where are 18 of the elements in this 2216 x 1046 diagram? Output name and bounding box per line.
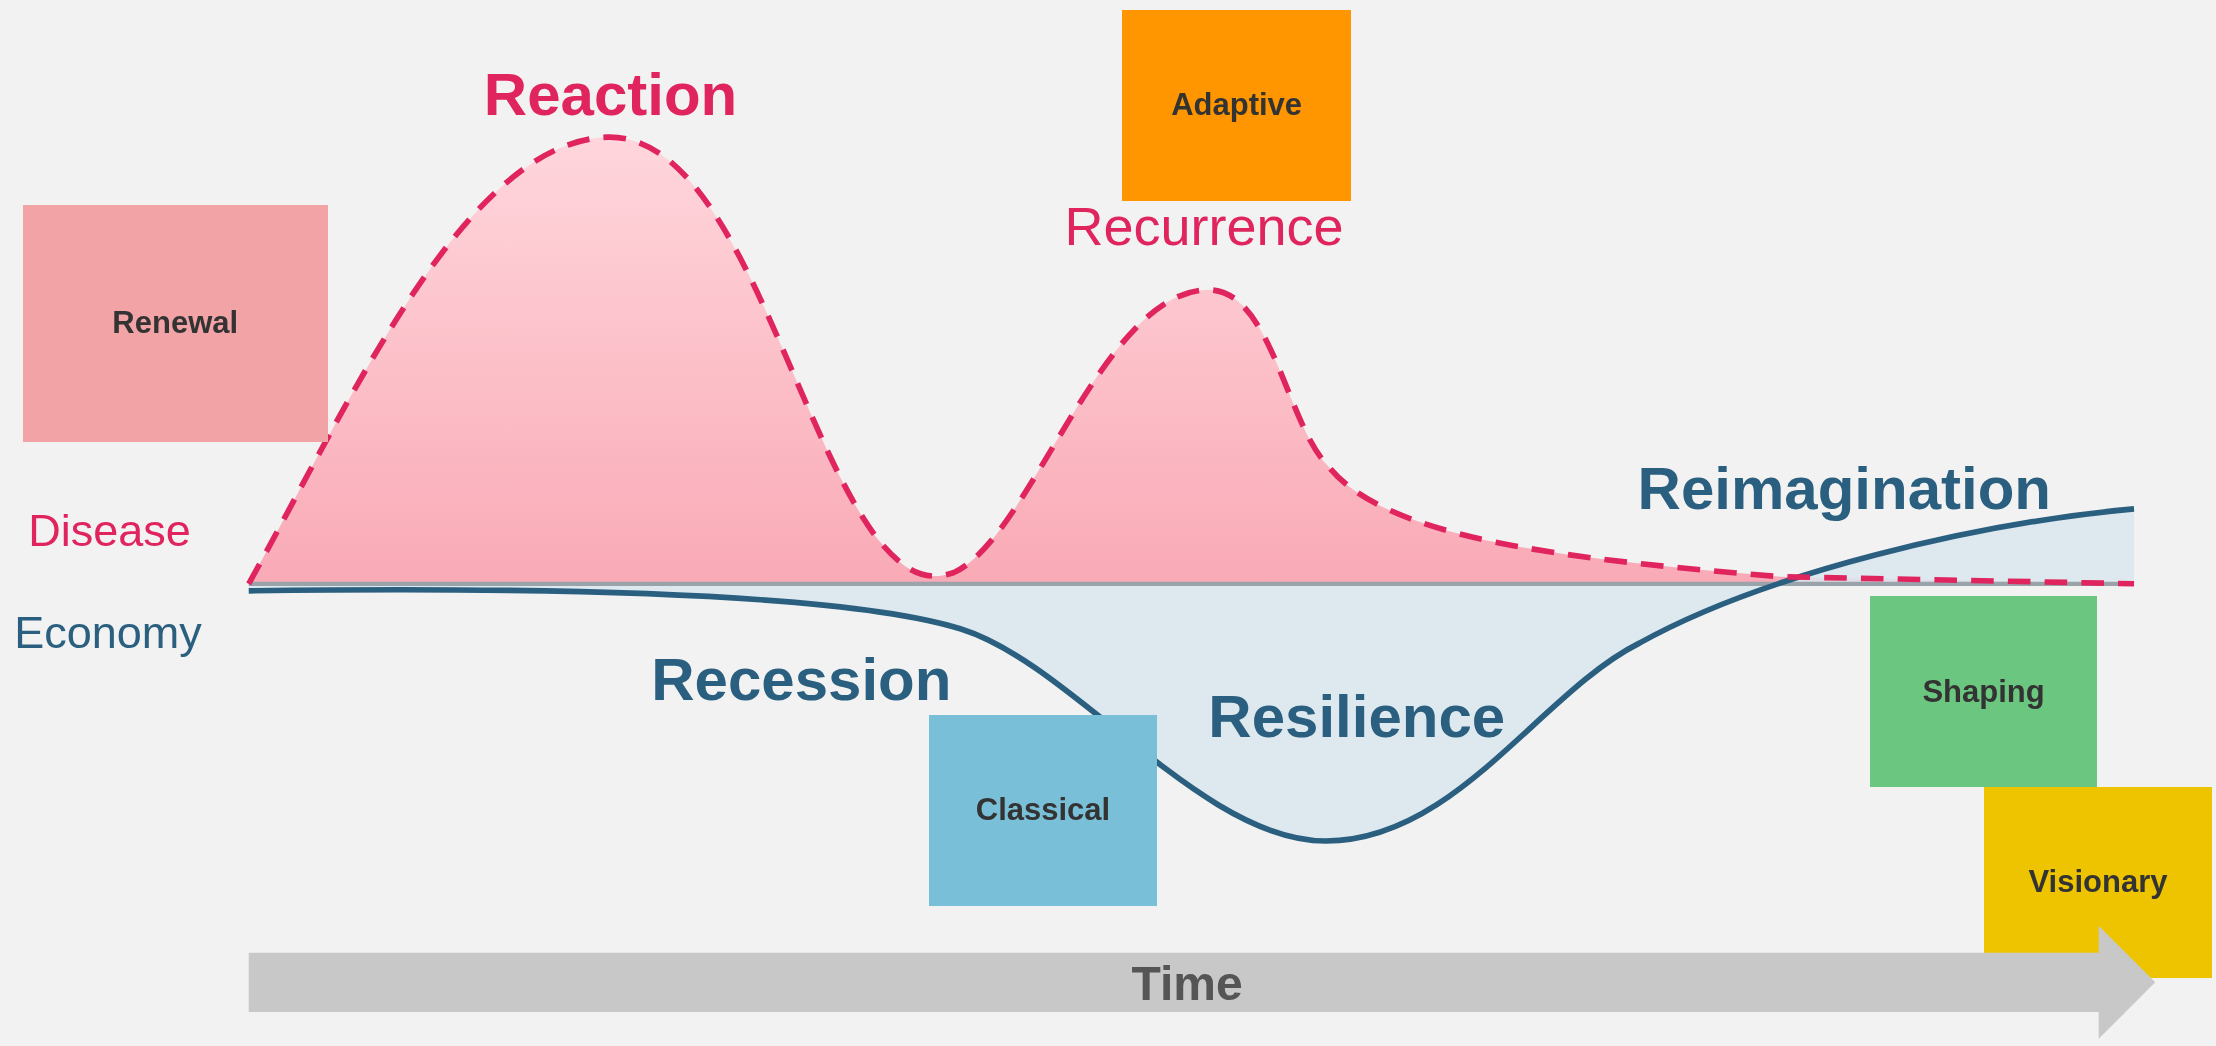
curve-label: Resilience (1208, 686, 1506, 747)
axis-label: Economy (14, 609, 202, 655)
box-label: Adaptive (1171, 86, 1303, 125)
category-box (1122, 9, 1352, 201)
category-box (1869, 596, 2098, 788)
curve-label: Reaction (483, 64, 738, 125)
curve-label: Recurrence (1064, 199, 1344, 254)
axis-label: Disease (28, 507, 191, 553)
box-label: Shaping (1922, 672, 2045, 711)
curve-label: Recession (651, 649, 952, 710)
curve-label: Reimagination (1637, 459, 2051, 519)
category-box (1984, 787, 2212, 978)
box-label: Classical (975, 791, 1111, 830)
axis-title: Time (1131, 959, 1243, 1008)
category-box (22, 204, 328, 443)
category-box (928, 715, 1158, 906)
box-label: Renewal (112, 304, 239, 343)
box-label: Visionary (2028, 863, 2168, 902)
